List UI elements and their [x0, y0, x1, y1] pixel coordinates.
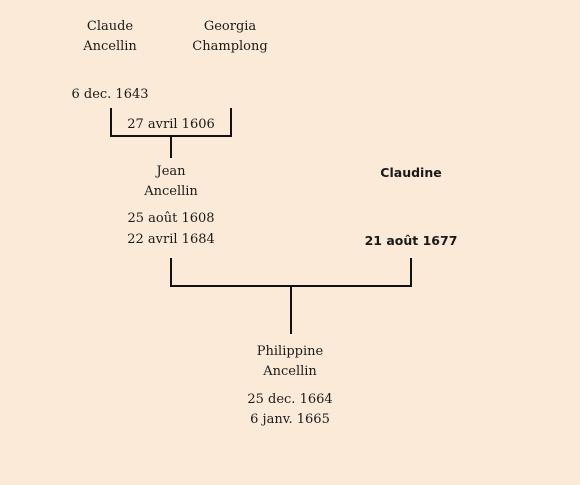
marriage-1-date: 27 avril 1606 — [127, 117, 215, 132]
person-claude-last-name: Ancellin — [83, 39, 137, 54]
person-jean-first-name: Jean — [156, 164, 186, 179]
person-philippine-first-name: Philippine — [256, 344, 324, 359]
person-georgia-last-name: Champlong — [192, 39, 268, 54]
person-claude-death-date: 6 dec. 1643 — [71, 87, 149, 102]
person-jean-death-date: 22 avril 1684 — [127, 232, 215, 247]
person-jean-last-name: Ancellin — [144, 184, 198, 199]
person-jean-birth-date: 25 août 1608 — [127, 211, 215, 226]
person-philippine-last-name: Ancellin — [263, 364, 317, 379]
person-claudine-first-name: Claudine — [380, 165, 442, 180]
couple-2-bracket — [170, 258, 412, 287]
person-claude-first-name: Claude — [86, 19, 134, 34]
person-claudine-date: 21 août 1677 — [364, 233, 458, 248]
person-philippine-birth-date: 25 dec. 1664 — [247, 392, 333, 407]
person-philippine-death-date: 6 janv. 1665 — [250, 412, 330, 427]
person-georgia-first-name: Georgia — [203, 19, 257, 34]
